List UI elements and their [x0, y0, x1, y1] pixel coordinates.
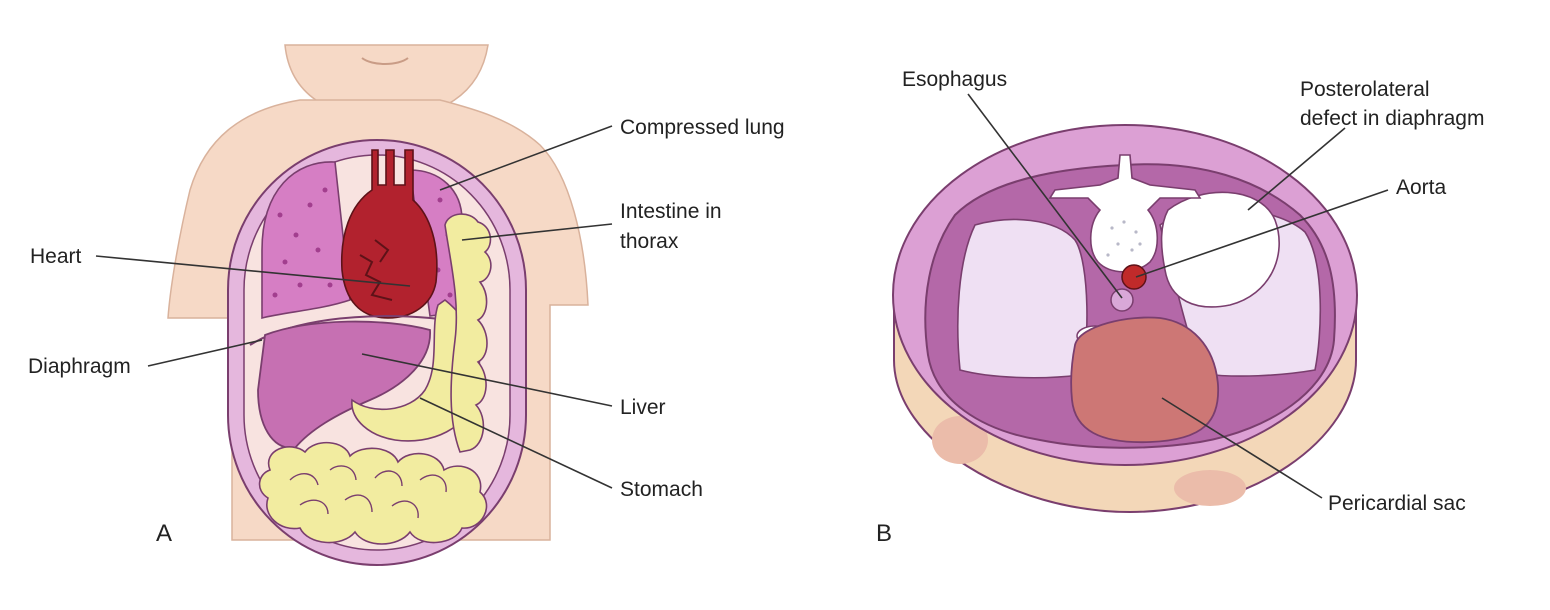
- leader-compressed-lung: [439, 125, 613, 191]
- intestine-in-thorax: [444, 213, 492, 453]
- label-diaphragm: Diaphragm: [28, 355, 131, 378]
- heart-texture: [359, 239, 393, 301]
- vertebra-dots: [1106, 220, 1142, 257]
- leader-aorta: [1135, 189, 1389, 278]
- label-esophagus: Esophagus: [902, 68, 1007, 91]
- panel-a-illustration: [167, 44, 589, 566]
- small-intestine-coils: [258, 441, 488, 545]
- pericardial-sac: [1070, 316, 1220, 444]
- liver: [257, 320, 431, 449]
- leader-stomach: [419, 397, 613, 489]
- label-liver: Liver: [620, 396, 666, 419]
- leader-heart: [95, 255, 411, 287]
- panel-letter-b: B: [876, 520, 892, 547]
- leader-pericardial-sac: [1161, 397, 1323, 499]
- panel-letter-a: A: [156, 520, 172, 547]
- wall-shadow-right: [1174, 470, 1246, 506]
- leader-diaphragm: [147, 339, 263, 367]
- panel-a-leader-lines: [95, 125, 613, 489]
- panel-b-leader-lines: [967, 93, 1389, 499]
- label-intestine-line1: Intestine in: [620, 200, 722, 223]
- label-defect-line2: defect in diaphragm: [1300, 107, 1484, 130]
- label-intestine-line2: thorax: [620, 230, 679, 253]
- label-compressed-lung: Compressed lung: [620, 116, 785, 139]
- label-stomach: Stomach: [620, 478, 703, 501]
- wall-shadow-left: [932, 416, 988, 464]
- infant-mouth: [361, 57, 409, 65]
- left-pleural-cavity: [957, 218, 1088, 379]
- leader-liver: [361, 353, 613, 407]
- label-pericardial-sac: Pericardial sac: [1328, 492, 1466, 515]
- label-defect-line1: Posterolateral: [1300, 78, 1430, 101]
- heart: [340, 149, 438, 319]
- panel-b-illustration: [892, 124, 1358, 514]
- left-lung: [261, 161, 351, 320]
- aorta: [1121, 264, 1147, 290]
- leader-defect: [1247, 127, 1346, 211]
- leader-intestine: [461, 223, 613, 241]
- leader-esophagus: [967, 93, 1123, 299]
- lung-speckles: [272, 187, 453, 298]
- label-heart: Heart: [30, 245, 82, 268]
- esophagus: [1110, 288, 1134, 312]
- label-aorta: Aorta: [1396, 176, 1447, 199]
- posterolateral-defect: [1160, 191, 1280, 308]
- coil-folds: [289, 465, 447, 519]
